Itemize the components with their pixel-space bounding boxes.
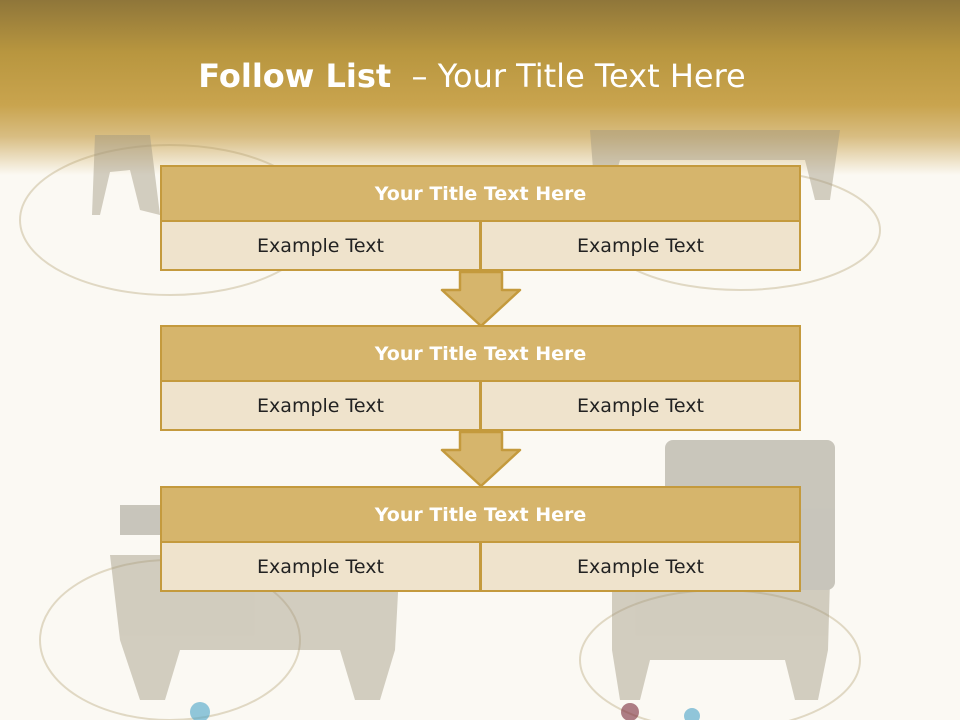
list-block-2: Your Title Text Here Example Text Exampl… [160,325,801,431]
slide-title: Follow List – Your Title Text Here [0,56,944,96]
list-block-3: Your Title Text Here Example Text Exampl… [160,486,801,592]
list-block-cell-left: Example Text [160,543,481,592]
list-block-cell-right: Example Text [480,543,801,592]
slide-title-subtitle: – Your Title Text Here [411,57,746,95]
down-arrow-icon [440,430,522,488]
list-block-heading: Your Title Text Here [160,325,801,382]
list-block-cell-right: Example Text [480,382,801,431]
list-block-heading: Your Title Text Here [160,165,801,222]
list-block-cell-left: Example Text [160,382,481,431]
slide-title-main: Follow List [198,57,392,95]
header-band [0,0,960,175]
down-arrow-icon [440,270,522,328]
list-block-cell-right: Example Text [480,222,801,271]
list-block-1: Your Title Text Here Example Text Exampl… [160,165,801,271]
list-block-cell-left: Example Text [160,222,481,271]
list-block-heading: Your Title Text Here [160,486,801,543]
